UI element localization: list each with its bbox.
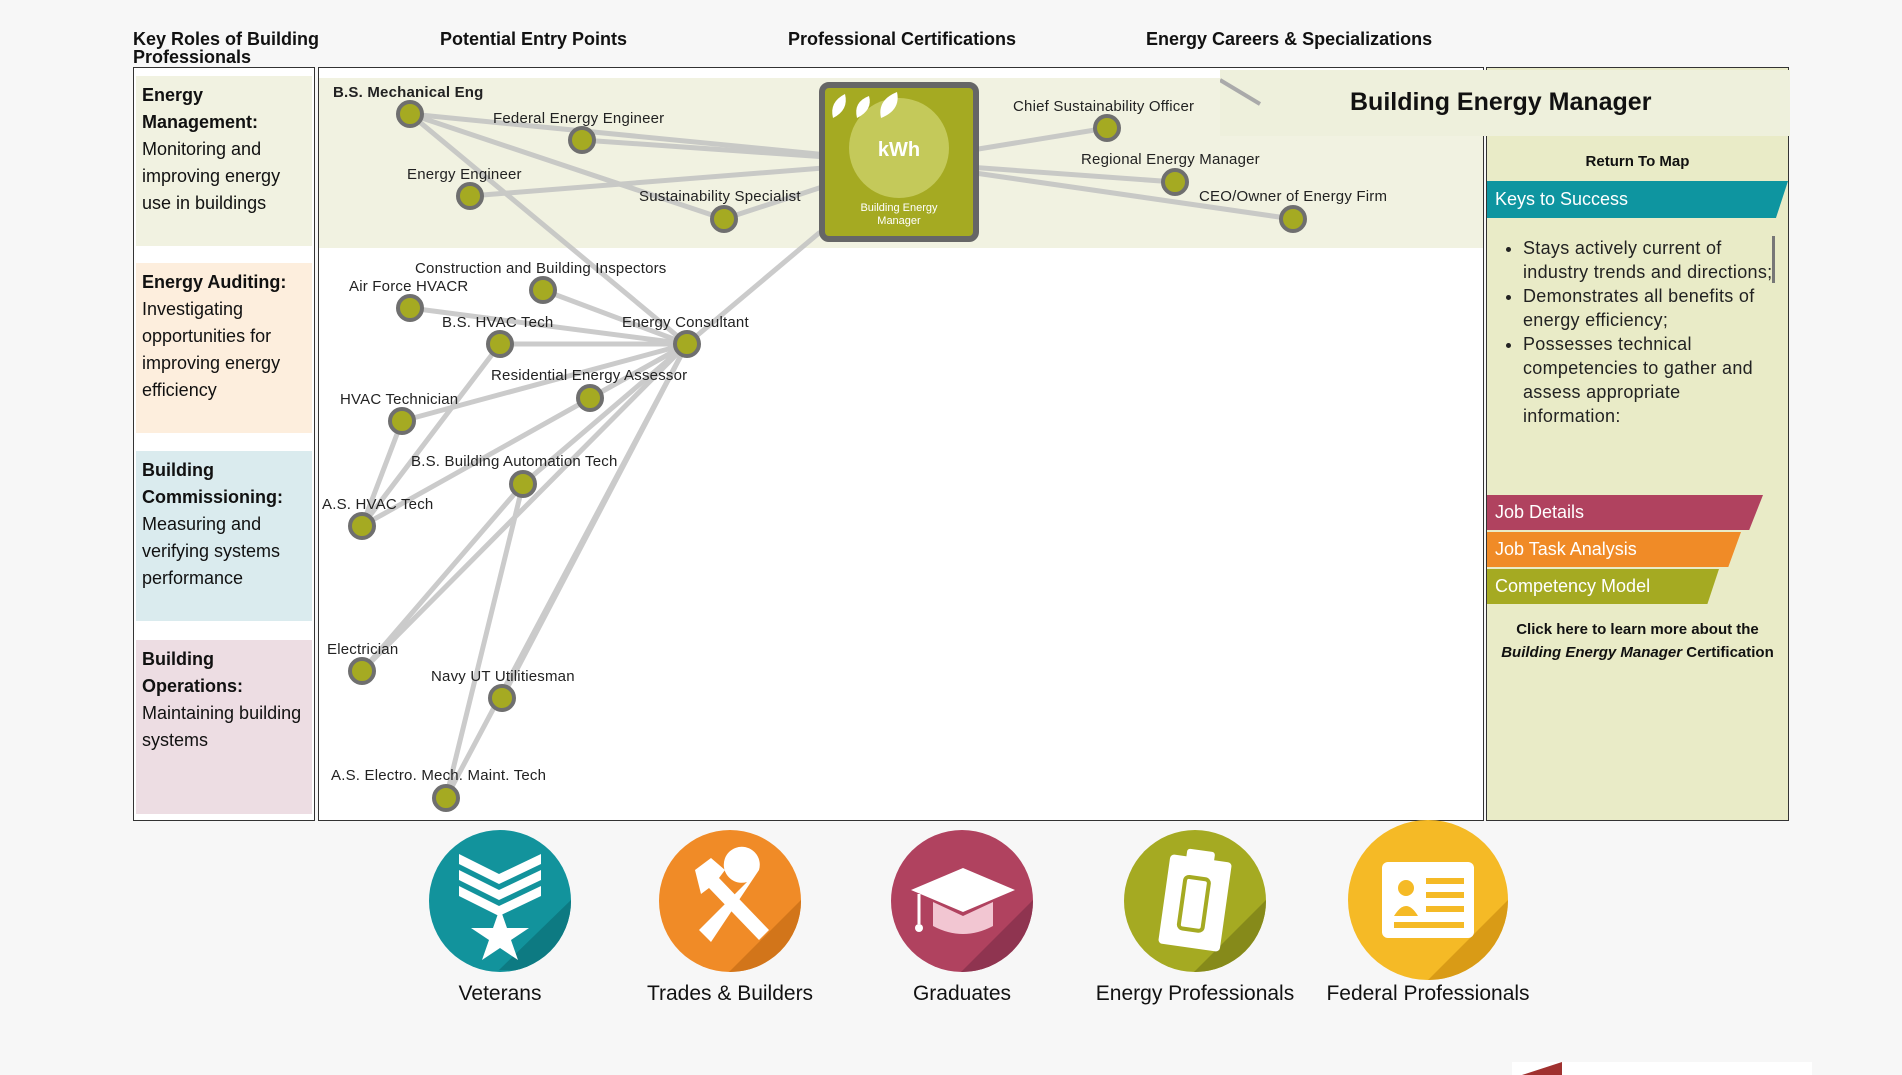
- node-bs-hvac-tech[interactable]: [486, 330, 514, 358]
- label-regional-energy-manager[interactable]: Regional Energy Manager: [1081, 151, 1260, 168]
- role-description: Maintaining building systems: [142, 703, 302, 750]
- node-regional-energy-manager[interactable]: [1161, 168, 1189, 196]
- role-description: Investigating opportunities for improvin…: [142, 299, 281, 400]
- career-title: Building Energy Manager: [1350, 88, 1652, 116]
- keys-to-success-header[interactable]: Keys to Success: [1487, 181, 1788, 218]
- node-air-force-hvacr[interactable]: [396, 294, 424, 322]
- learn-more-cert-name: Building Energy Manager: [1501, 644, 1683, 661]
- label-bs-building-automation-tech[interactable]: B.S. Building Automation Tech: [411, 453, 618, 470]
- node-hvac-technician[interactable]: [388, 407, 416, 435]
- role-title: Energy Management:: [142, 85, 259, 132]
- node-residential-energy-assessor[interactable]: [576, 384, 604, 412]
- header-certifications: Professional Certifications: [788, 29, 1017, 49]
- leaf-badge-icon: kWh: [832, 92, 949, 198]
- node-as-electro-mech-maint-tech[interactable]: [432, 784, 460, 812]
- header-entry-points: Potential Entry Points: [440, 29, 628, 49]
- keys-bullet-list: Stays actively current of industry trend…: [1505, 236, 1775, 428]
- label-energy-engineer[interactable]: Energy Engineer: [407, 166, 522, 183]
- label-federal-energy-engineer[interactable]: Federal Energy Engineer: [493, 110, 665, 127]
- role-energy-management: Energy Management: Monitoring and improv…: [136, 76, 312, 246]
- career-map: B.S. Mechanical Eng Federal Energy Engin…: [318, 67, 1484, 821]
- audience-graduates[interactable]: Graduates: [842, 830, 1082, 1006]
- wrench-hammer-icon[interactable]: [659, 830, 801, 972]
- learn-more-line2: Building Energy Manager Certification: [1487, 641, 1788, 664]
- role-building-commissioning: Building Commissioning: Measuring and ve…: [136, 451, 312, 621]
- label-bs-mechanical-eng[interactable]: B.S. Mechanical Eng: [333, 84, 484, 101]
- role-energy-auditing: Energy Auditing: Investigating opportuni…: [136, 263, 312, 433]
- role-title: Building Operations:: [142, 649, 244, 696]
- list-item: Demonstrates all benefits of energy effi…: [1523, 284, 1775, 332]
- tab-competency-model[interactable]: Competency Model: [1487, 569, 1719, 604]
- node-energy-consultant[interactable]: [673, 330, 701, 358]
- audience-label[interactable]: Federal Professionals: [1326, 982, 1530, 1005]
- node-federal-energy-engineer[interactable]: [568, 126, 596, 154]
- label-construction-building-inspectors[interactable]: Construction and Building Inspectors: [415, 260, 667, 277]
- graduation-cap-icon[interactable]: [891, 830, 1033, 972]
- kwh-badge-text: kWh: [877, 138, 921, 161]
- role-building-operations: Building Operations: Maintaining buildin…: [136, 640, 312, 814]
- audience-veterans[interactable]: Veterans: [380, 830, 620, 1006]
- label-as-hvac-tech[interactable]: A.S. HVAC Tech: [322, 496, 434, 513]
- role-description: Monitoring and improving energy use in b…: [142, 139, 281, 213]
- id-card-icon[interactable]: [1348, 820, 1508, 980]
- node-ceo-energy-firm[interactable]: [1279, 205, 1307, 233]
- label-hvac-technician[interactable]: HVAC Technician: [340, 391, 459, 408]
- label-as-electro-mech-maint-tech[interactable]: A.S. Electro. Mech. Maint. Tech: [331, 767, 547, 784]
- clipboard-icon[interactable]: [1124, 830, 1266, 972]
- audience-label[interactable]: Graduates: [912, 982, 1012, 1005]
- leaves-icon: [832, 92, 898, 118]
- role-description: Measuring and verifying systems performa…: [142, 514, 281, 588]
- label-air-force-hvacr[interactable]: Air Force HVACR: [349, 278, 469, 295]
- label-navy-ut-utilitiesman[interactable]: Navy UT Utilitiesman: [431, 668, 575, 685]
- node-electrician[interactable]: [348, 657, 376, 685]
- node-navy-ut-utilitiesman[interactable]: [488, 684, 516, 712]
- learn-more-link[interactable]: Click here to learn more about the Build…: [1487, 618, 1788, 664]
- list-item: Possesses technical competencies to gath…: [1523, 332, 1775, 428]
- node-sustainability-specialist[interactable]: [710, 205, 738, 233]
- label-bs-hvac-tech[interactable]: B.S. HVAC Tech: [442, 314, 554, 331]
- roles-column: Energy Management: Monitoring and improv…: [133, 67, 315, 821]
- audience-energy-professionals[interactable]: Energy Professionals: [1075, 830, 1315, 1006]
- certification-building-energy-manager[interactable]: kWh Building Energy Manager: [819, 82, 979, 242]
- learn-more-suffix: Certification: [1682, 644, 1774, 661]
- audience-trades-builders[interactable]: Trades & Builders: [610, 830, 850, 1006]
- header-roles: Key Roles of Building Professionals: [133, 29, 320, 67]
- detail-sidebar: Return To Map Keys to Success Stays acti…: [1486, 67, 1789, 821]
- role-title: Energy Auditing:: [142, 272, 287, 292]
- return-to-map-link[interactable]: Return To Map: [1585, 153, 1690, 170]
- corner-decoration: [1512, 1062, 1812, 1075]
- label-electrician[interactable]: Electrician: [327, 641, 399, 658]
- label-sustainability-specialist[interactable]: Sustainability Specialist: [639, 188, 801, 205]
- audience-federal-professionals[interactable]: Federal Professionals: [1308, 820, 1548, 1006]
- certification-caption: Building Energy Manager: [860, 202, 938, 227]
- bullets-scrollbar[interactable]: [1772, 236, 1775, 283]
- node-bs-building-automation-tech[interactable]: [509, 470, 537, 498]
- node-construction-building-inspectors[interactable]: [529, 276, 557, 304]
- label-ceo-energy-firm[interactable]: CEO/Owner of Energy Firm: [1199, 188, 1388, 205]
- tab-job-task-analysis[interactable]: Job Task Analysis: [1487, 532, 1741, 567]
- label-residential-energy-assessor[interactable]: Residential Energy Assessor: [491, 367, 688, 384]
- audience-label[interactable]: Energy Professionals: [1095, 982, 1295, 1005]
- learn-more-line1: Click here to learn more about the: [1516, 621, 1759, 638]
- list-item: Stays actively current of industry trend…: [1523, 236, 1775, 284]
- header-careers: Energy Careers & Specializations: [1146, 29, 1433, 49]
- node-as-hvac-tech[interactable]: [348, 512, 376, 540]
- audience-label[interactable]: Trades & Builders: [646, 982, 814, 1005]
- audience-label[interactable]: Veterans: [458, 982, 542, 1005]
- banner-notch-icon: [1220, 78, 1262, 106]
- chevron-star-icon[interactable]: [429, 830, 571, 972]
- label-energy-consultant[interactable]: Energy Consultant: [622, 314, 749, 331]
- node-chief-sustainability-officer[interactable]: [1093, 114, 1121, 142]
- tab-job-details[interactable]: Job Details: [1487, 495, 1763, 530]
- career-title-banner: Building Energy Manager: [1220, 70, 1790, 136]
- label-chief-sustainability-officer[interactable]: Chief Sustainability Officer: [1013, 98, 1195, 115]
- node-energy-engineer[interactable]: [456, 182, 484, 210]
- node-bs-mechanical-eng[interactable]: [396, 100, 424, 128]
- role-title: Building Commissioning:: [142, 460, 284, 507]
